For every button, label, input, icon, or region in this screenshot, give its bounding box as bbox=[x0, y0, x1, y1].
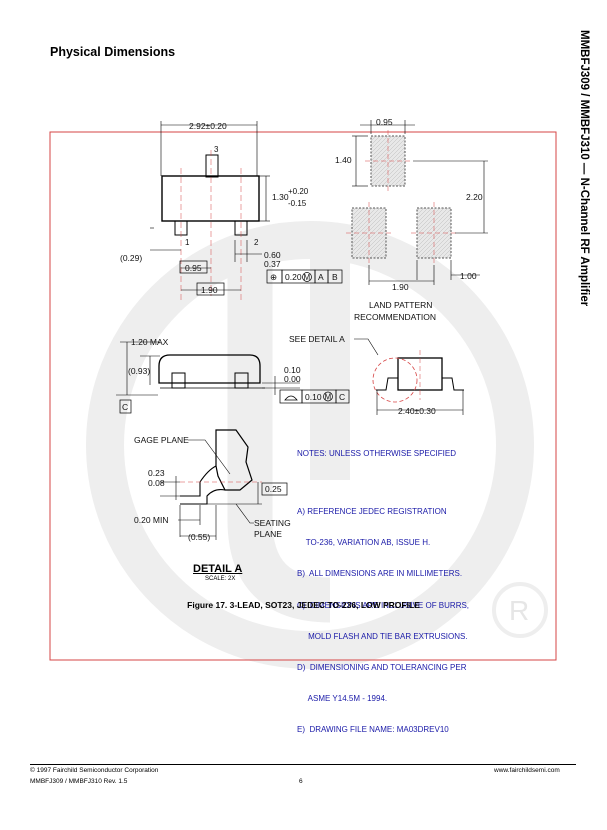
notes-heading: NOTES: UNLESS OTHERWISE SPECIFIED bbox=[297, 448, 456, 458]
note-line: ASME Y14.5M - 1994. bbox=[297, 694, 388, 704]
section-title: Physical Dimensions bbox=[50, 45, 176, 59]
position-tol-symbol: ⊕ bbox=[270, 272, 277, 282]
foot-ref-dim: (0.55) bbox=[188, 532, 210, 542]
standoff-max: 0.10 bbox=[284, 365, 301, 375]
package-drawing: R 2.92±0.20 3 1 2 1.30 +0. bbox=[49, 117, 557, 669]
see-detail-callout: SEE DETAIL A bbox=[289, 334, 345, 344]
pitch-h-dim: 1.90 bbox=[392, 282, 409, 292]
pad-length-dim: 1.00 bbox=[460, 271, 477, 281]
foot-min-dim: 0.20 MIN bbox=[134, 515, 169, 525]
pitch2-dim: 1.90 bbox=[201, 285, 218, 295]
footer-rule bbox=[30, 764, 576, 765]
detail-a-view bbox=[160, 429, 288, 540]
standoff-min: 0.00 bbox=[284, 374, 301, 384]
side-view-labels: 1.20 MAX (0.93) C 0.10 0.00 0.10 M C bbox=[122, 337, 345, 412]
note-line: MOLD FLASH AND TIE BAR EXTRUSIONS. bbox=[297, 631, 468, 641]
gage-dim: 0.25 bbox=[265, 484, 282, 494]
overall-width-dim: 2.40±0.30 bbox=[398, 406, 436, 416]
pitch-dim: 0.95 bbox=[185, 263, 202, 273]
lead-offset-dim: (0.29) bbox=[120, 253, 142, 263]
note-line: D) DIMENSIONING AND TOLERANCING PER bbox=[297, 662, 467, 672]
drawing-frame bbox=[49, 131, 557, 661]
lead-width-max: 0.60 bbox=[264, 250, 281, 260]
note-line: B) ALL DIMENSIONS ARE IN MILLIMETERS. bbox=[297, 569, 463, 579]
lead-width-min: 0.37 bbox=[264, 259, 281, 269]
detail-a-labels: GAGE PLANE 0.23 0.08 0.25 0.20 MIN (0.55… bbox=[134, 435, 291, 542]
top-view bbox=[150, 121, 343, 300]
note-line: A) REFERENCE JEDEC REGISTRATION bbox=[297, 506, 447, 516]
pad-height-dim: 1.40 bbox=[335, 155, 352, 165]
note-line: C) DIMENSIONS ARE INCLUSIVE OF BURRS, bbox=[297, 600, 470, 610]
footer-revision: MMBFJ309 / MMBFJ310 Rev. 1.5 bbox=[30, 778, 128, 785]
datum-a-ref: A bbox=[318, 272, 324, 282]
watermark-logo bbox=[86, 221, 548, 669]
pitch-v-dim: 2.20 bbox=[466, 192, 483, 202]
position-tol-value: 0.20 bbox=[285, 272, 302, 282]
tol-mod-symbol: M bbox=[304, 273, 311, 282]
seating-plane-label-2: PLANE bbox=[254, 529, 282, 539]
max-height-dim: 1.20 MAX bbox=[131, 337, 169, 347]
note-line: TO-236, VARIATION AB, ISSUE H. bbox=[297, 538, 431, 548]
land-pattern-label-1: LAND PATTERN bbox=[369, 300, 432, 310]
footer-website-link[interactable]: www.fairchildsemi.com bbox=[494, 767, 560, 774]
notes-block: NOTES: UNLESS OTHERWISE SPECIFIED A) REF… bbox=[297, 428, 469, 746]
gage-plane-label: GAGE PLANE bbox=[134, 435, 189, 445]
footer-page-number: 6 bbox=[299, 778, 303, 785]
top-view-labels: 2.92±0.20 3 1 2 1.30 +0.20 -0.15 (0.29) … bbox=[120, 121, 338, 295]
pin-3-label: 3 bbox=[214, 145, 219, 154]
end-view-labels: SEE DETAIL A 2.40±0.30 bbox=[289, 334, 436, 416]
figure-caption: Figure 17. 3-LEAD, SOT23, JEDEC TO-236, … bbox=[187, 600, 420, 610]
height-tol-minus: -0.15 bbox=[288, 199, 307, 208]
flat-mod-symbol: M bbox=[325, 393, 332, 402]
angle-min: 0.08 bbox=[148, 478, 165, 488]
height-dim: 1.30 bbox=[272, 192, 289, 202]
flatness-datum: C bbox=[339, 392, 345, 402]
side-view bbox=[116, 341, 350, 414]
angle-max: 0.23 bbox=[148, 468, 165, 478]
detail-a-scale: SCALE: 2X bbox=[205, 576, 236, 582]
land-pattern: 0.95 1.40 2.20 1.90 1.00 LAND PATTERN RE… bbox=[335, 117, 488, 322]
registered-mark-watermark: R bbox=[509, 595, 529, 626]
height-tol-plus: +0.20 bbox=[288, 187, 309, 196]
note-line: E) DRAWING FILE NAME: MA03DREV10 bbox=[297, 725, 449, 735]
flatness-tol-value: 0.10 bbox=[305, 392, 322, 402]
pin-1-label: 1 bbox=[185, 238, 190, 247]
pin-2-label: 2 bbox=[254, 238, 259, 247]
land-width-dim: 0.95 bbox=[376, 117, 393, 127]
end-view bbox=[354, 338, 464, 415]
width-dim: 2.92±0.20 bbox=[189, 121, 227, 131]
body-height-dim: (0.93) bbox=[128, 366, 150, 376]
datum-b-ref: B bbox=[332, 272, 338, 282]
detail-a-title: DETAIL A bbox=[193, 563, 243, 575]
seating-plane-label-1: SEATING bbox=[254, 518, 291, 528]
footer-copyright: © 1997 Fairchild Semiconductor Corporati… bbox=[30, 767, 159, 774]
datum-c-label: C bbox=[122, 402, 128, 412]
land-pattern-label-2: RECOMMENDATION bbox=[354, 312, 436, 322]
